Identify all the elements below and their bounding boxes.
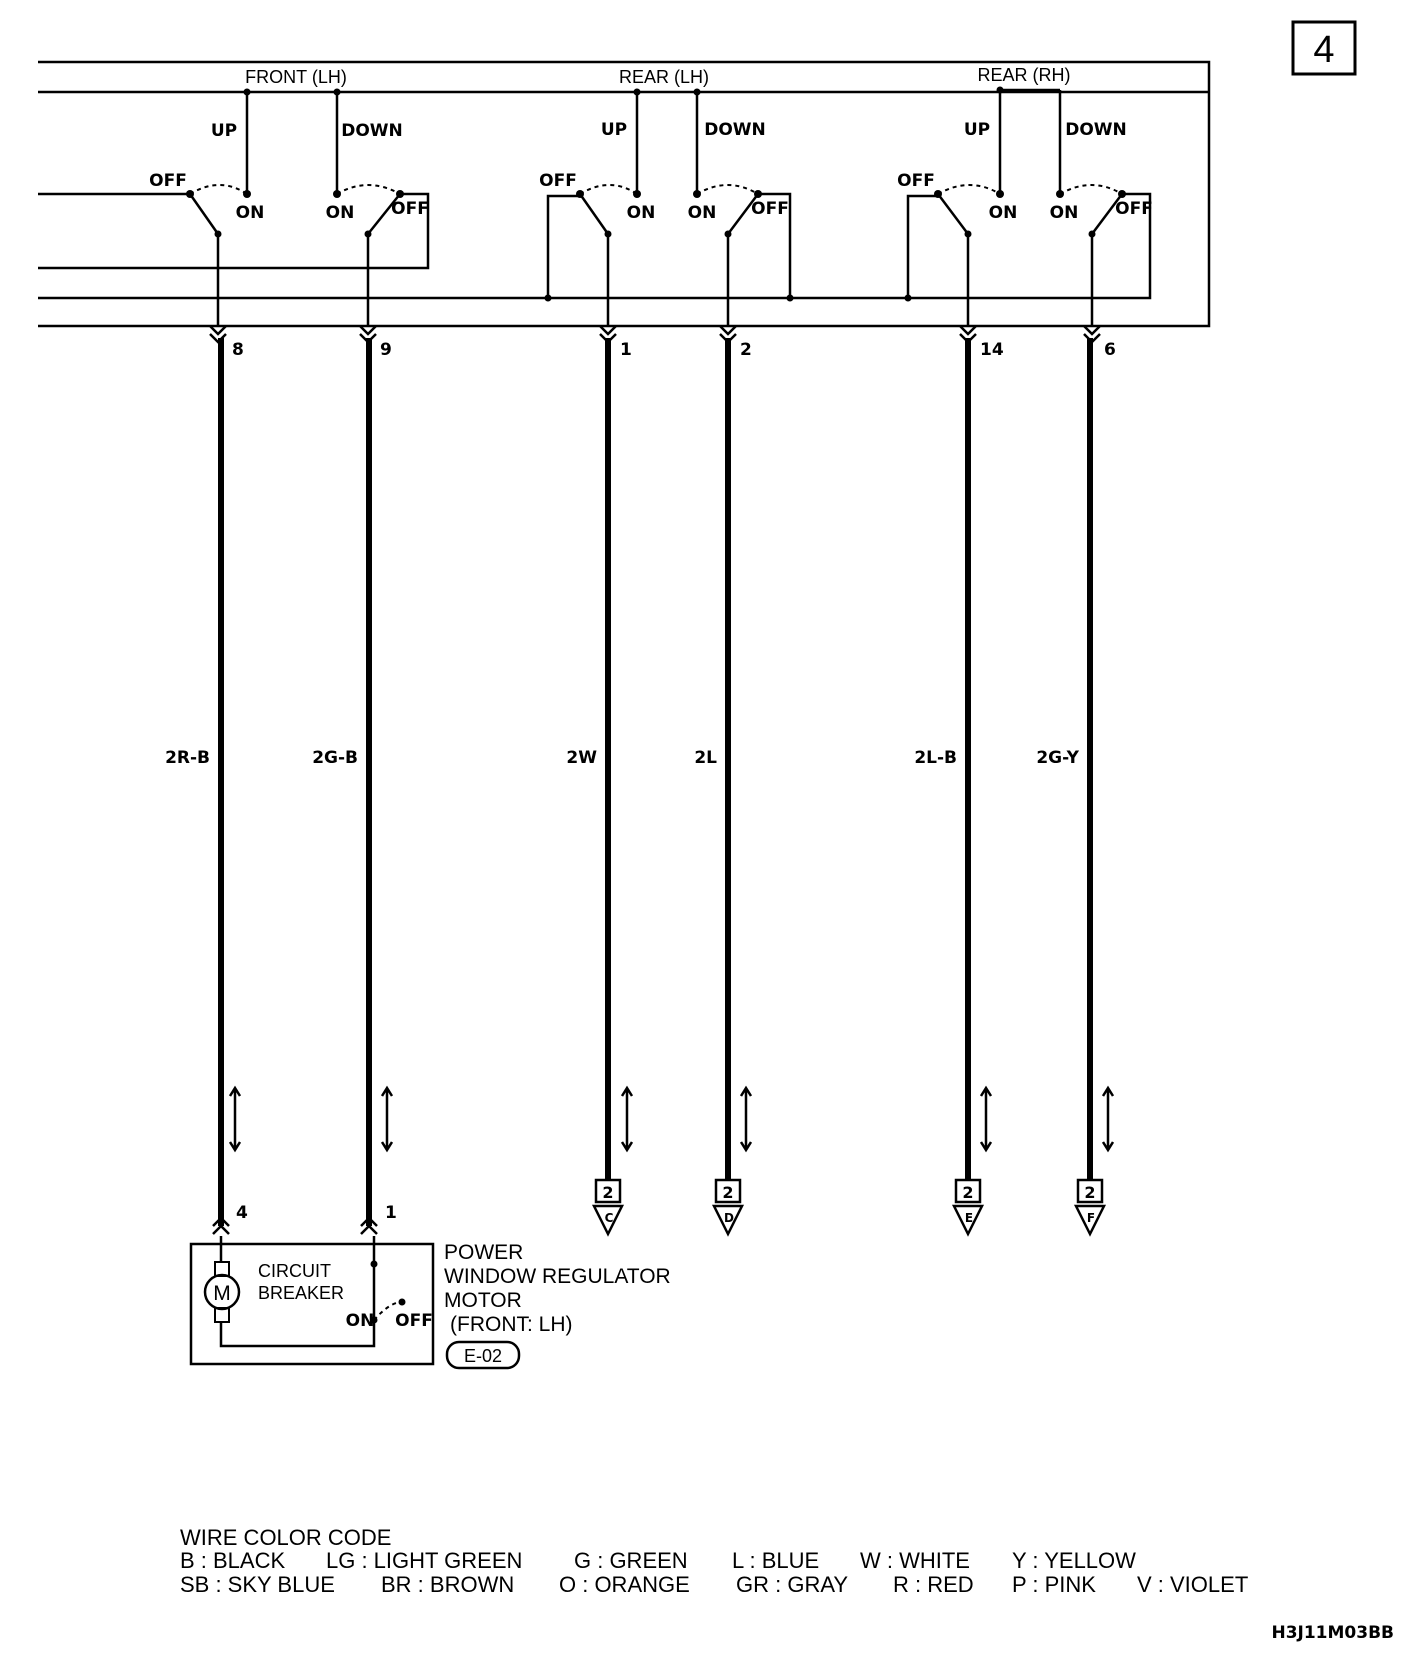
svg-text:ON: ON — [627, 203, 656, 223]
svg-text:ON: ON — [236, 203, 265, 223]
switch-housing — [38, 60, 1211, 328]
svg-text:SB : SKY BLUE: SB : SKY BLUE — [180, 1572, 335, 1597]
svg-text:DOWN: DOWN — [1065, 120, 1127, 140]
svg-text:O : ORANGE: O : ORANGE — [559, 1572, 690, 1597]
svg-text:CIRCUIT: CIRCUIT — [258, 1261, 331, 1281]
svg-text:4: 4 — [236, 1203, 248, 1223]
group-label-front-lh: FRONT (LH) — [245, 67, 347, 87]
svg-text:2W: 2W — [566, 748, 597, 768]
svg-text:OFF: OFF — [897, 171, 935, 191]
svg-text:UP: UP — [211, 121, 237, 141]
svg-text:14: 14 — [980, 340, 1004, 360]
group-label-rear-rh: REAR (RH) — [978, 65, 1071, 85]
svg-text:2: 2 — [602, 1183, 613, 1202]
svg-text:W : WHITE: W : WHITE — [860, 1548, 970, 1573]
svg-text:2: 2 — [962, 1183, 973, 1202]
svg-text:OFF: OFF — [539, 171, 577, 191]
svg-text:V : VIOLET: V : VIOLET — [1137, 1572, 1248, 1597]
svg-text:P : PINK: P : PINK — [1012, 1572, 1096, 1597]
svg-text:OFF: OFF — [149, 171, 187, 191]
svg-text:2G-Y: 2G-Y — [1036, 748, 1079, 768]
wire-2g-y: 6 2G-Y 2 F — [1036, 234, 1116, 1237]
motor-title-line-1: POWER — [444, 1241, 523, 1264]
wire-2w: 1 2W 2 C — [566, 234, 634, 1237]
svg-text:1: 1 — [385, 1203, 397, 1223]
motor-title-line-4: (FRONT: LH) — [450, 1313, 573, 1336]
switch-pair-front-lh: UP DOWN OFF ON ON OFF — [149, 88, 429, 238]
svg-text:WIRE COLOR CODE: WIRE COLOR CODE — [180, 1525, 391, 1550]
connector-ref: E-02 — [464, 1346, 502, 1366]
svg-text:2G-B: 2G-B — [312, 748, 358, 768]
connector-ref-box — [445, 1340, 521, 1370]
svg-text:UP: UP — [601, 120, 627, 140]
svg-text:2: 2 — [1084, 1183, 1095, 1202]
svg-text:M: M — [213, 1282, 231, 1305]
svg-text:ON: ON — [989, 203, 1018, 223]
svg-text:1: 1 — [620, 340, 632, 360]
group-label-rear-lh: REAR (LH) — [619, 67, 709, 87]
svg-text:ON: ON — [346, 1311, 375, 1331]
svg-text:UP: UP — [964, 120, 990, 140]
svg-text:OFF: OFF — [1115, 199, 1153, 219]
wire-2r-b: 8 2R-B 4 — [165, 234, 248, 1235]
svg-text:8: 8 — [232, 340, 244, 360]
svg-text:2R-B: 2R-B — [165, 748, 210, 768]
motor-title-line-2: WINDOW REGULATOR — [444, 1265, 671, 1288]
svg-text:ON: ON — [1050, 203, 1079, 223]
svg-text:B : BLACK: B : BLACK — [180, 1548, 285, 1573]
page-number: 4 — [1313, 29, 1334, 71]
svg-text:D: D — [724, 1211, 734, 1225]
svg-text:OFF: OFF — [751, 199, 789, 219]
svg-text:L : BLUE: L : BLUE — [732, 1548, 819, 1573]
svg-text:2L-B: 2L-B — [914, 748, 957, 768]
switch-pair-rear-lh: UP DOWN OFF ON ON OFF — [539, 88, 789, 238]
svg-text:ON: ON — [688, 203, 717, 223]
wire-2g-b: 9 2G-B 1 — [312, 234, 397, 1235]
svg-text:9: 9 — [380, 340, 392, 360]
wire-2l-b: 14 2L-B 2 E — [914, 234, 1004, 1237]
svg-text:LG : LIGHT GREEN: LG : LIGHT GREEN — [326, 1548, 522, 1573]
svg-text:BR : BROWN: BR : BROWN — [381, 1572, 514, 1597]
svg-text:ON: ON — [326, 203, 355, 223]
page-number-box — [1291, 20, 1357, 76]
svg-text:E: E — [965, 1211, 973, 1225]
svg-text:2L: 2L — [694, 748, 717, 768]
svg-text:Y : YELLOW: Y : YELLOW — [1012, 1548, 1136, 1573]
svg-text:BREAKER: BREAKER — [258, 1283, 344, 1303]
svg-text:6: 6 — [1104, 340, 1116, 360]
svg-text:DOWN: DOWN — [704, 120, 766, 140]
svg-text:DOWN: DOWN — [341, 121, 403, 141]
svg-text:OFF: OFF — [391, 199, 429, 219]
wire-color-legend: WIRE COLOR CODE B : BLACK LG : LIGHT GRE… — [180, 1525, 1248, 1597]
motor-title-line-3: MOTOR — [444, 1289, 522, 1312]
power-window-motor: M CIRCUIT BREAKER ON OFF — [189, 1236, 435, 1366]
svg-text:G : GREEN: G : GREEN — [574, 1548, 688, 1573]
svg-text:R : RED: R : RED — [893, 1572, 974, 1597]
svg-text:OFF: OFF — [395, 1311, 433, 1331]
svg-text:2: 2 — [740, 340, 752, 360]
svg-text:GR : GRAY: GR : GRAY — [736, 1572, 848, 1597]
svg-text:2: 2 — [722, 1183, 733, 1202]
svg-text:F: F — [1087, 1211, 1095, 1225]
wire-2l: 2 2L 2 D — [694, 234, 753, 1237]
svg-text:C: C — [605, 1211, 614, 1225]
figure-code: H3J11M03BB — [1271, 1623, 1394, 1643]
switch-pair-rear-rh: UP DOWN OFF ON ON OFF — [897, 86, 1153, 238]
